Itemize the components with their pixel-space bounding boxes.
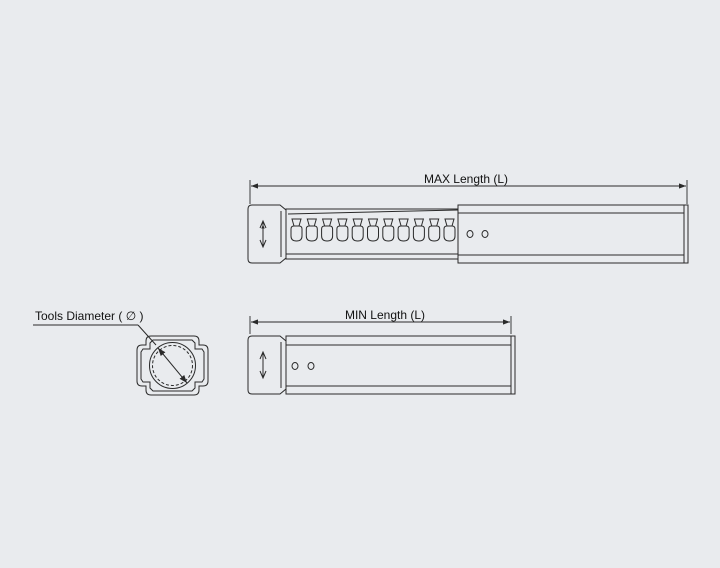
rail-tooth <box>429 218 440 227</box>
rail-tooth <box>306 218 317 227</box>
up-down-arrow-icon <box>259 350 267 380</box>
rail-slot <box>428 225 441 242</box>
extended-sleeve-hole <box>481 230 489 238</box>
cross-section <box>33 324 209 396</box>
rail-slot <box>382 225 395 242</box>
extended-end-cap <box>247 204 287 264</box>
rail-tooth <box>291 218 302 227</box>
collapsed-sleeve-hole <box>291 362 299 370</box>
extended-tool <box>247 204 689 264</box>
max-length-label: MAX Length (L) <box>424 172 508 186</box>
rail-slot <box>351 225 364 242</box>
extended-sleeve-end <box>683 204 689 264</box>
diameter-leader-diagonal <box>137 324 157 346</box>
rail-slot <box>336 225 349 242</box>
rail-tooth <box>413 218 425 227</box>
collapsed-end-cap <box>247 335 287 395</box>
up-down-arrow-icon <box>259 219 267 249</box>
collapsed-tool <box>247 335 516 395</box>
rail-tooth <box>352 218 363 227</box>
min-length-dimension <box>249 316 512 334</box>
cross-section-bore-dashed <box>152 345 193 386</box>
max-length-dimension <box>249 180 688 204</box>
rail-slot <box>290 225 303 242</box>
collapsed-sleeve-end <box>510 335 516 395</box>
rail-tooth <box>444 218 455 227</box>
min-length-label: MIN Length (L) <box>345 308 425 322</box>
rail-slot <box>367 225 379 242</box>
cross-section-bore <box>149 342 196 389</box>
extended-teeth-row <box>290 218 456 242</box>
collapsed-sleeve-hole <box>307 362 315 370</box>
extended-rail-top-guide <box>287 209 459 215</box>
rail-tooth <box>367 218 379 227</box>
rail-slot <box>412 225 425 242</box>
cross-section-outline-inner <box>140 339 205 392</box>
rail-tooth <box>337 218 348 227</box>
diameter-dimension-line <box>157 347 188 384</box>
rail-slot <box>321 225 334 242</box>
cross-section-outline <box>136 335 209 396</box>
tools-diameter-label: Tools Diameter ( ∅ ) <box>35 309 143 323</box>
rail-tooth <box>383 218 394 227</box>
extended-sleeve-hole <box>466 230 474 238</box>
rail-slot <box>397 225 410 242</box>
extended-outer-sleeve <box>457 204 685 264</box>
rail-tooth <box>321 218 333 227</box>
extended-inner-rail <box>285 208 459 260</box>
rail-slot <box>305 225 318 242</box>
rail-tooth <box>398 218 409 227</box>
rail-slot <box>443 225 456 242</box>
